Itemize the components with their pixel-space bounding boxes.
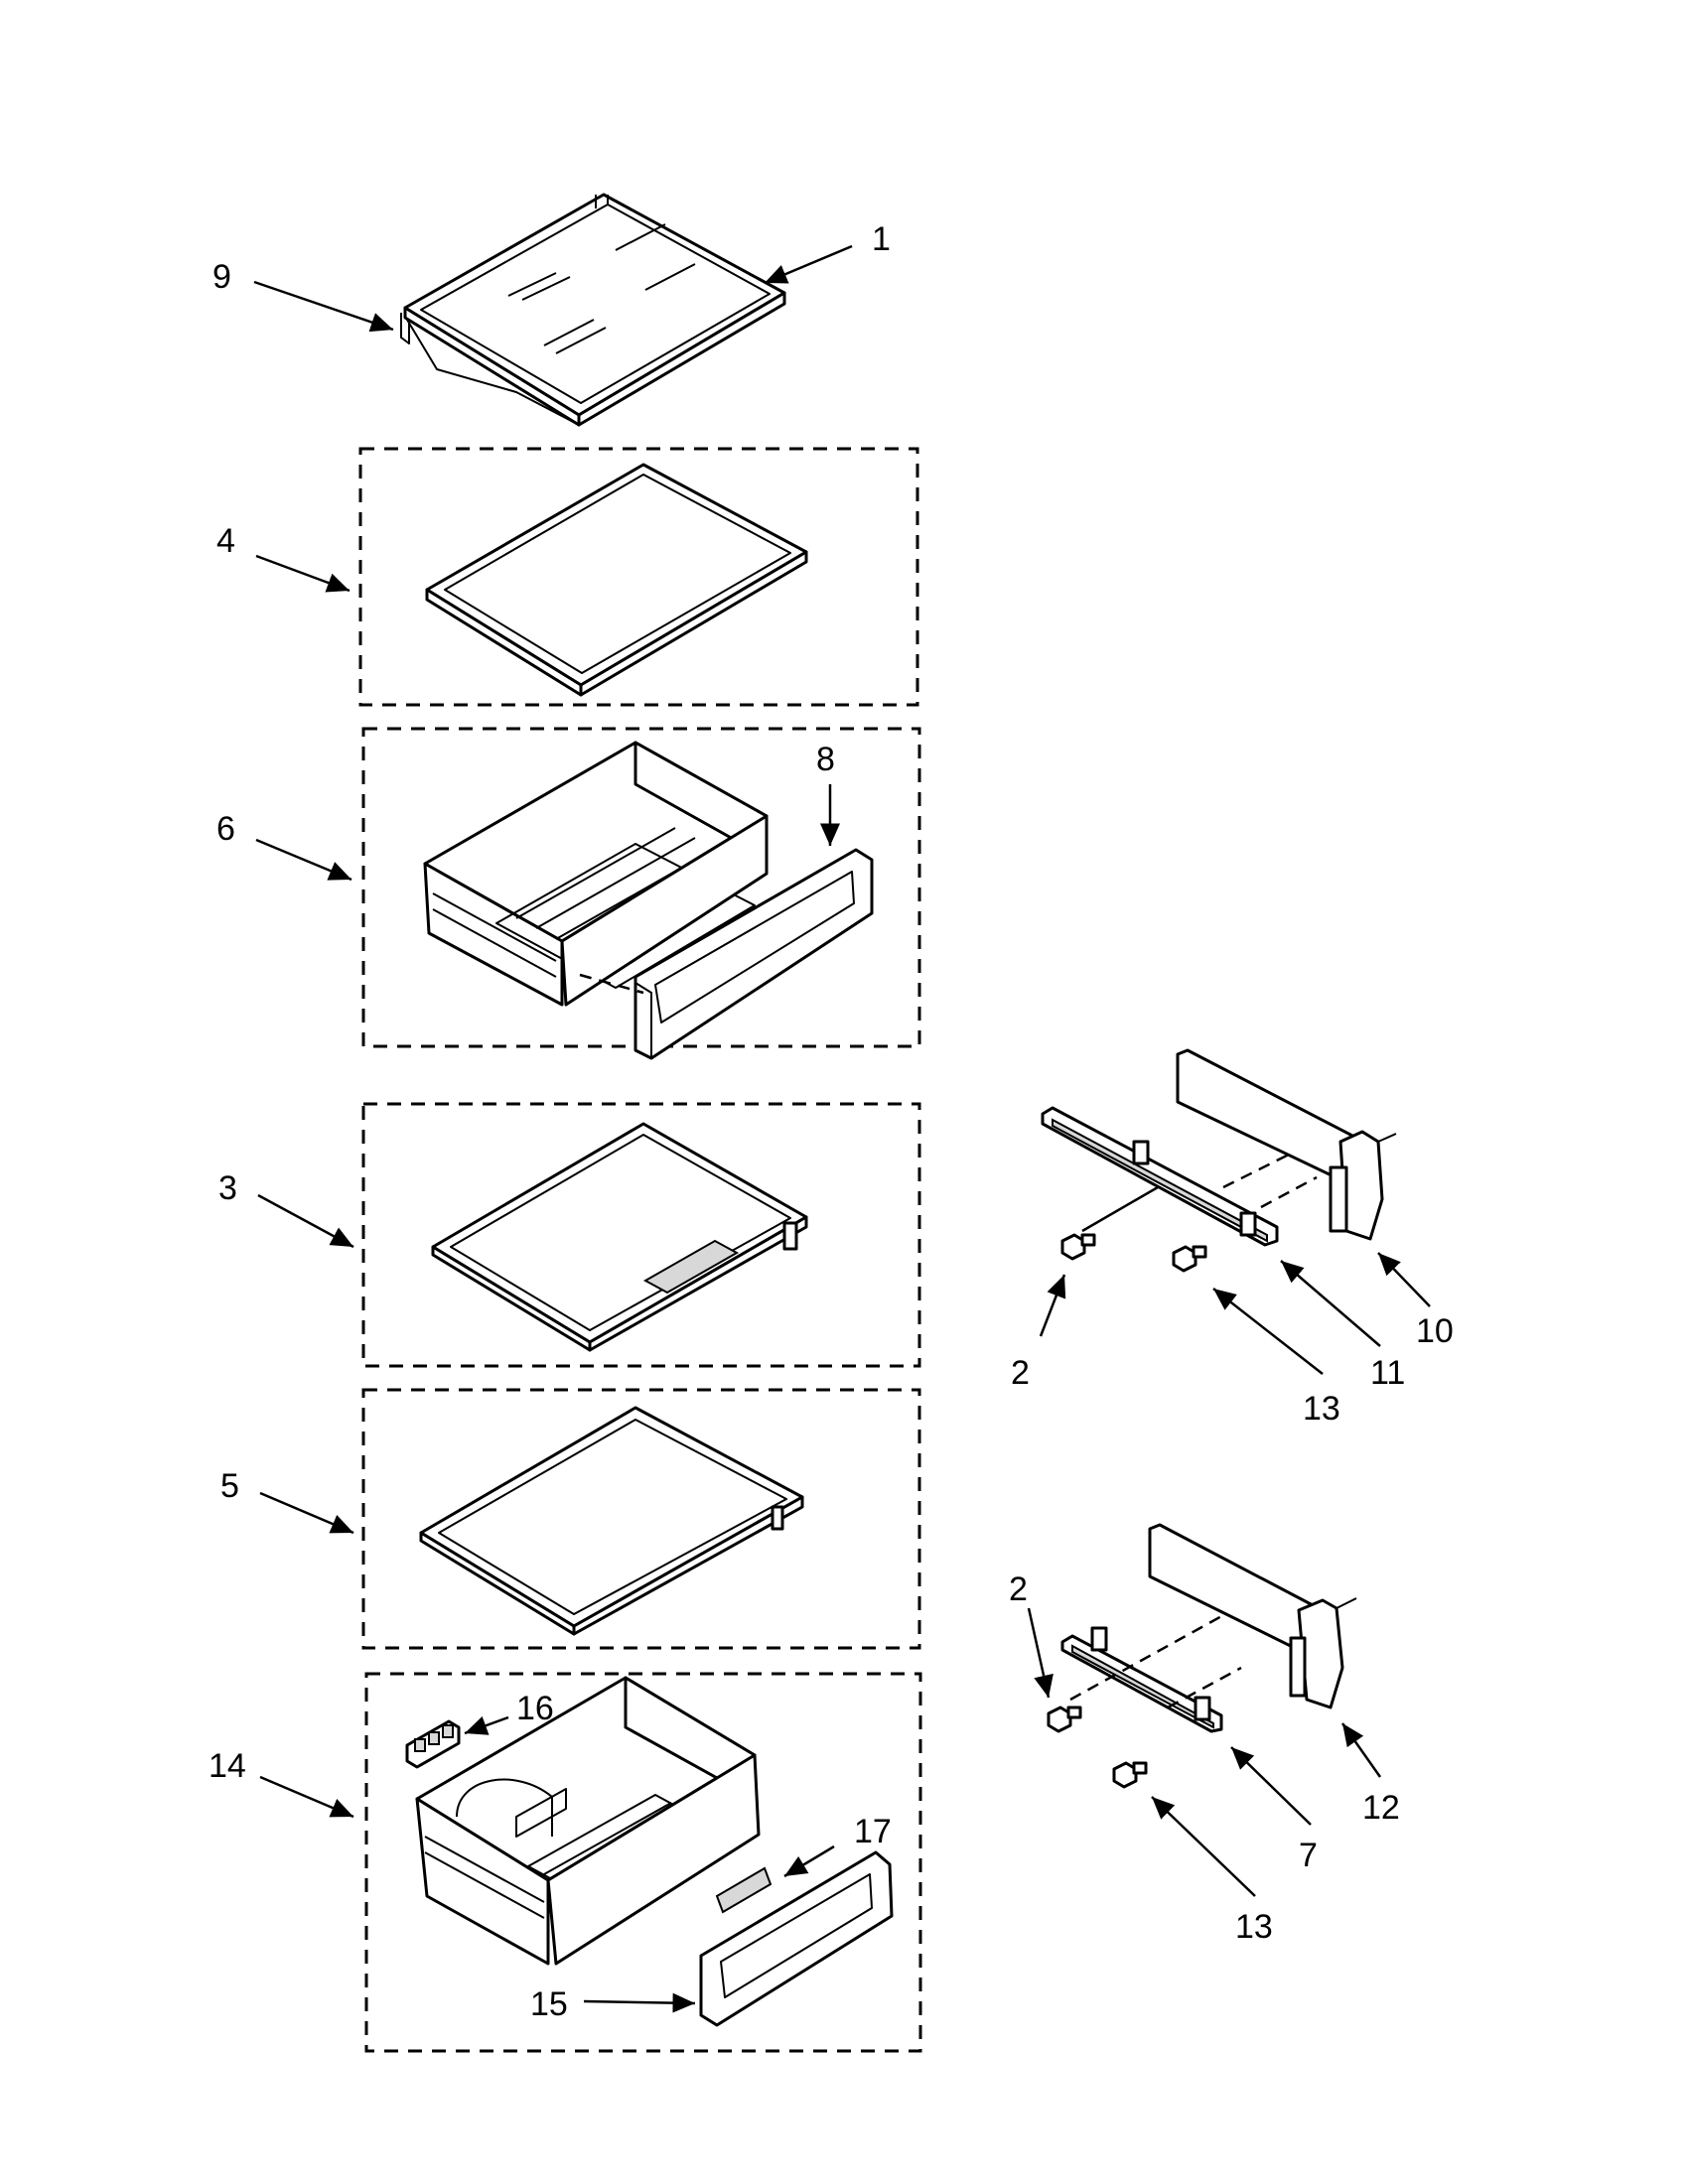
screw-13-lower [1112,1761,1148,1789]
rail-alignment-line-top [1222,1152,1292,1189]
screw-13-upper [1172,1245,1207,1273]
callout-11: 11 [1370,1354,1405,1392]
screw-leader-line-upper [1081,1185,1159,1233]
freshness-drawer-14 [415,1676,761,1966]
rail-alignment-line-bottom [1260,1175,1318,1209]
top-shelf-assembly [400,193,786,427]
support-assembly-10 [1176,1048,1397,1241]
callout-9: 9 [212,258,231,296]
callout-3: 3 [218,1169,237,1207]
crisper-cover-4 [425,463,808,697]
callout-2-upper: 2 [1011,1354,1030,1392]
callout-10: 10 [1416,1312,1454,1350]
support-assembly-12 [1148,1523,1357,1709]
callout-1: 1 [872,220,891,258]
part-3-group-box [361,1102,921,1368]
callout-8: 8 [816,741,835,778]
callout-13-upper: 13 [1303,1390,1340,1428]
shelf-3 [431,1122,808,1352]
callout-6: 6 [216,810,235,848]
leader-arrows [253,244,1431,2013]
crisper-drawer-6 [423,741,769,1007]
screw-2-upper [1060,1233,1096,1261]
callout-4: 4 [216,522,235,560]
slide-rail-11 [1041,1106,1279,1247]
drawer-front-8 [633,848,874,1060]
callout-2-lower: 2 [1009,1570,1028,1608]
callout-15: 15 [530,1985,568,2023]
drawer-alignment-line [579,973,644,995]
shelf-5 [419,1406,804,1636]
vent-16 [405,1719,461,1769]
rail-alignment-line-lower-b [1167,1666,1242,1709]
callout-5: 5 [220,1467,239,1505]
part-14-group-box [364,1672,922,2053]
screw-2-lower [1047,1706,1082,1733]
callout-7: 7 [1299,1837,1318,1874]
callout-16: 16 [516,1690,554,1727]
callout-14: 14 [209,1747,246,1785]
callout-13-lower: 13 [1235,1908,1273,1946]
callout-17: 17 [854,1813,892,1850]
drawer-front-15 [699,1850,894,2027]
rail-alignment-line-lower-a [1069,1612,1226,1702]
control-slide-17 [715,1866,773,1914]
slide-rail-7 [1060,1626,1223,1733]
callout-12: 12 [1362,1789,1400,1827]
